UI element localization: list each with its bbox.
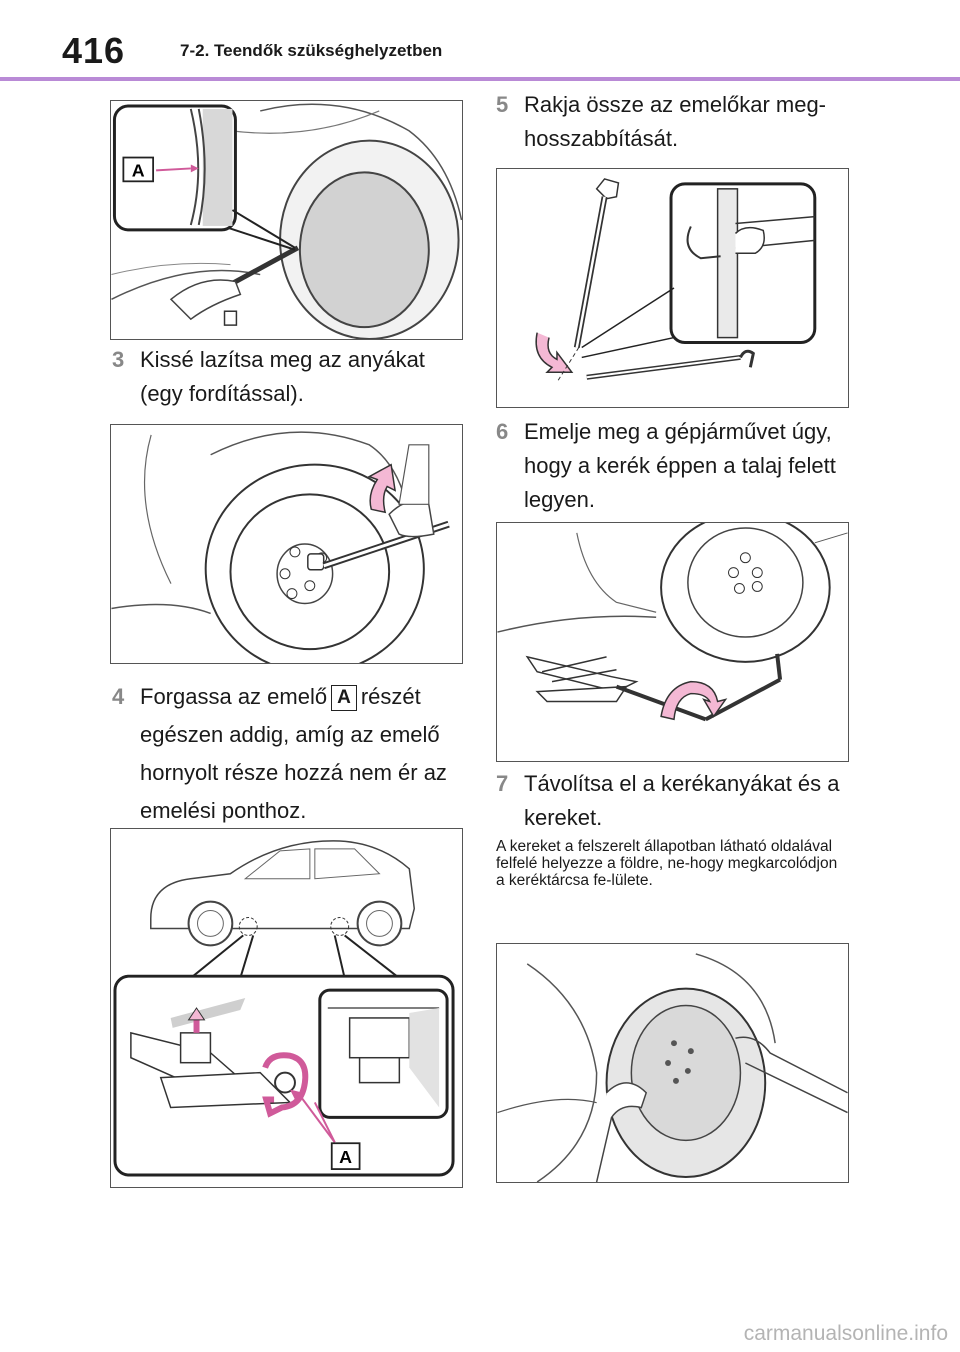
- loosen-nuts-illustration: [111, 431, 450, 663]
- step-number: 5: [496, 92, 509, 117]
- figure-raise-vehicle: [496, 522, 849, 762]
- step-number: 6: [496, 419, 509, 444]
- page-number: 416: [62, 30, 126, 71]
- section-title: 7-2. Teendők szükséghelyzetben: [180, 41, 443, 60]
- wheel-cap-illustration: A: [111, 103, 462, 339]
- figure-remove-wheel: [496, 943, 849, 1183]
- jack-position-illustration: A: [113, 840, 455, 1177]
- figure-jack-position: A: [110, 828, 463, 1188]
- handle-extension-illustration: [535, 178, 817, 383]
- step-number: 3: [112, 347, 125, 372]
- figure-handle-extension: [496, 168, 849, 408]
- header-rule: [0, 77, 960, 81]
- step-number: 4: [112, 684, 125, 709]
- figure-wheel-cap-removal: A: [110, 100, 463, 340]
- step-text: Rakja össze az emelőkar meg-hosszabbítás…: [524, 92, 827, 151]
- step-6: 6 Emelje meg a gépjárművet úgy, hogy a k…: [496, 415, 846, 517]
- step-5: 5 Rakja össze az emelőkar meg-hosszabbít…: [496, 88, 846, 156]
- figure-label-a: A: [339, 1147, 352, 1167]
- step-3: 3 Kissé lazítsa meg az anyákat (egy ford…: [112, 343, 457, 411]
- step-text: Emelje meg a gépjárművet úgy, hogy a ker…: [524, 419, 836, 512]
- watermark: carmanualsonline.info: [743, 1322, 948, 1345]
- raise-vehicle-illustration: [497, 523, 848, 722]
- figure-label-a: A: [132, 160, 145, 180]
- step-7: 7 Távolítsa el a kerékanyákat és a kerek…: [496, 767, 846, 835]
- step-number: 7: [496, 771, 509, 796]
- remove-wheel-illustration: [497, 953, 848, 1182]
- step-text: Távolítsa el a kerékanyákat és a kereket…: [524, 771, 840, 830]
- note-text: A kereket a felszerelt állapotban láthat…: [496, 838, 838, 889]
- label-a: A: [331, 685, 357, 711]
- step-text: Kissé lazítsa meg az anyákat (egy fordít…: [140, 347, 425, 406]
- figure-loosen-nuts: [110, 424, 463, 664]
